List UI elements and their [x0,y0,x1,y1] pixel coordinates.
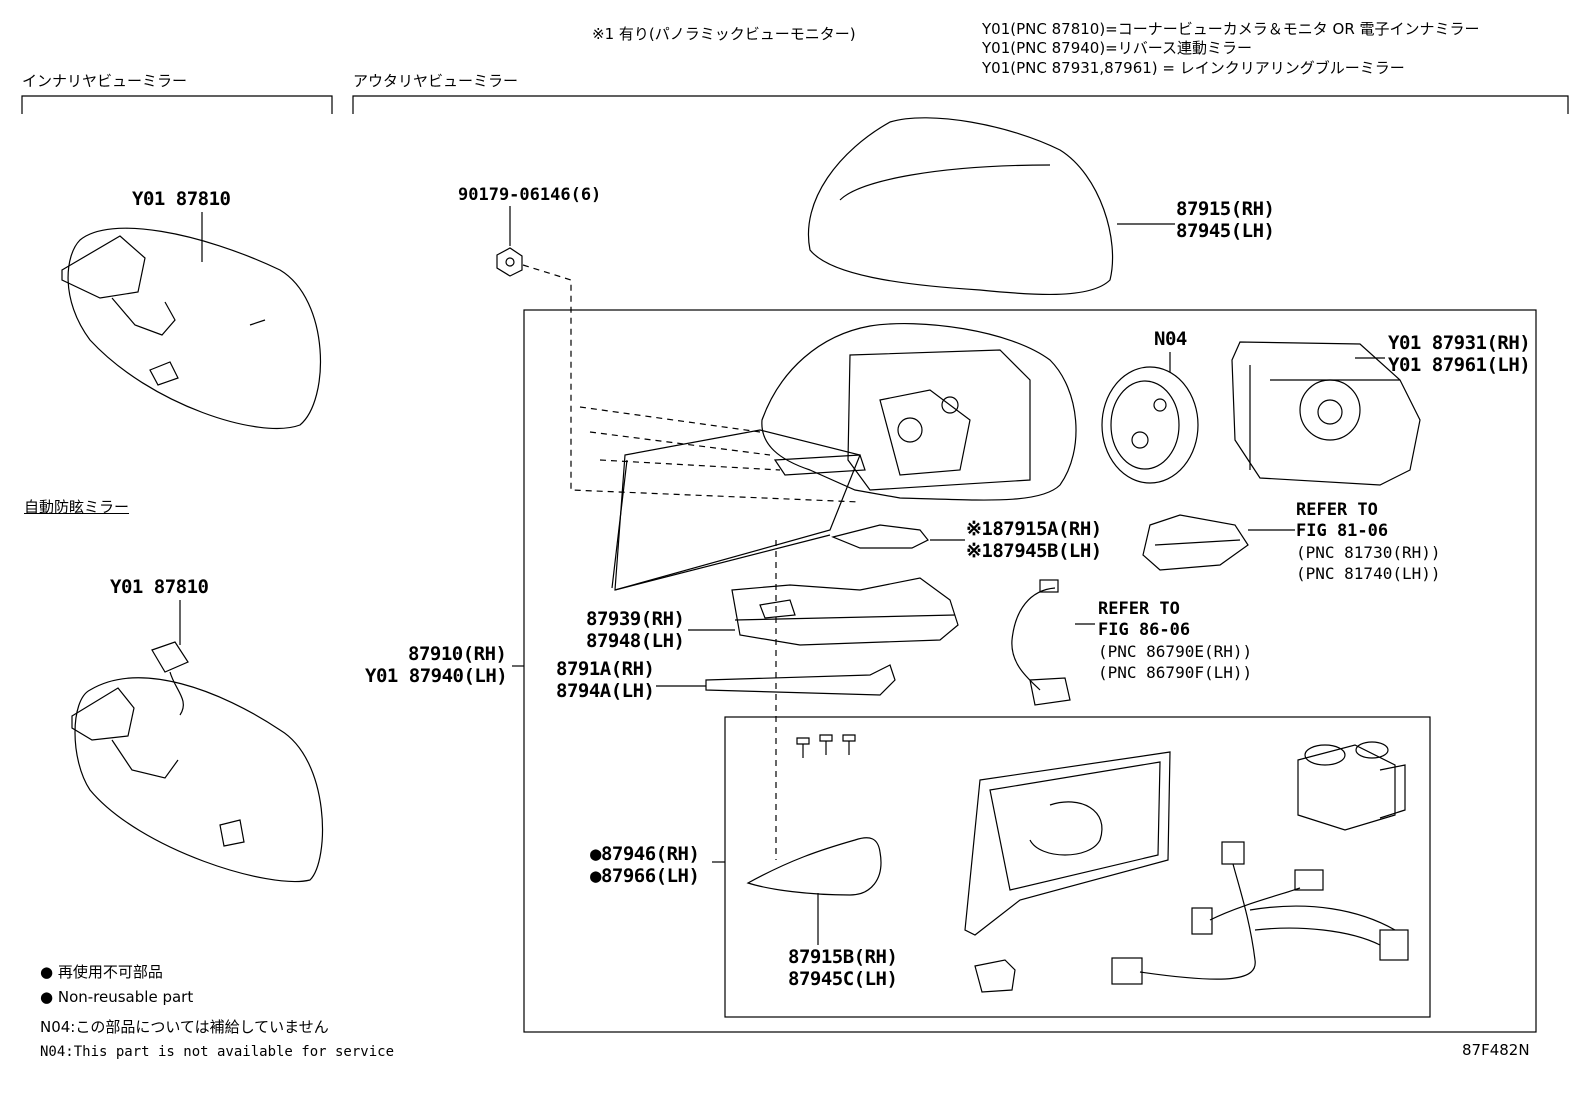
part-y01-87810-b[interactable]: Y01 87810 [110,576,209,598]
legend-n04-jp: N04:この部品については補給していません [40,1018,329,1036]
part-87946-rh[interactable]: ●87946(RH) [590,843,700,865]
part-87961-lh[interactable]: Y01 87961(LH) [1388,354,1531,376]
clip-drawing [974,959,1016,993]
legend-nonreuse-jp: ● 再使用不可部品 [40,963,163,981]
camera-harness-drawing [1011,579,1071,706]
figure-id: 87F482N [1462,1041,1530,1059]
header-y01-line1: Y01(PNC 87810)=コーナービューカメラ＆モニタ OR 電子インナミラ… [982,20,1480,38]
part-87910-rh[interactable]: 87910(RH) [408,643,507,665]
ref2-line2[interactable]: FIG 86-06 [1098,620,1191,640]
inner-panel-drawing [964,751,1171,936]
part-87915-rh[interactable]: 87915(RH) [1176,198,1275,220]
bolt-drawing [496,247,523,277]
part-87939-rh[interactable]: 87939(RH) [586,608,685,630]
assembly-frame [523,309,1537,1033]
motor-drawing [1297,741,1406,831]
part-90179[interactable]: 90179-06146(6) [458,185,602,205]
housing-drawing [761,322,1077,501]
actuator-n04-drawing [1101,366,1199,484]
ref1-line1[interactable]: REFER TO [1296,500,1378,520]
part-87940-lh[interactable]: Y01 87940(LH) [365,665,508,687]
legend-n04-en: N04:This part is not available for servi… [40,1044,395,1060]
mirror-glass-drawing [611,429,861,591]
part-8794a-lh[interactable]: 8794A(LH) [556,680,655,702]
section-title-inner: インナリヤビューミラー [22,72,188,90]
header-note-1: ※1 有り(パノラミックビューモニター) [592,25,856,43]
mirror-cover-drawing [808,117,1114,296]
heated-mirror-drawing [1231,341,1421,486]
ref2-line3: (PNC 86790E(RH)) [1098,642,1253,661]
part-87915b-rh[interactable]: 87915B(RH) [788,946,898,968]
bracket-87915a-drawing [831,524,929,549]
ref1-line4: (PNC 81740(LH)) [1296,564,1441,583]
ref2-line1[interactable]: REFER TO [1098,599,1180,619]
section-bracket-inner [21,95,333,114]
header-y01-line3: Y01(PNC 87931,87961) = レインクリアリングブルーミラー [982,59,1405,77]
part-87948-lh[interactable]: 87948(LH) [586,630,685,652]
inner-mirror-drawing [61,227,321,429]
lamp-housing-drawing [731,577,959,646]
section-bracket-outer [352,95,1569,114]
part-87915a-rh[interactable]: ※187915A(RH) [966,518,1102,540]
ref2-line4: (PNC 86790F(LH)) [1098,663,1253,682]
part-87945b-lh[interactable]: ※187945B(LH) [966,540,1102,562]
part-87966-lh[interactable]: ●87966(LH) [590,865,700,887]
sub-assembly-frame [724,716,1431,1018]
dashed-glass [579,406,781,471]
screws-drawing [796,734,856,758]
trim-strip-drawing [705,664,896,696]
turn-signal-drawing [1142,514,1249,571]
part-87945c-lh[interactable]: 87945C(LH) [788,968,898,990]
part-87945-lh[interactable]: 87945(LH) [1176,220,1275,242]
section-title-outer: アウタリヤビューミラー [353,72,519,90]
part-87931-rh[interactable]: Y01 87931(RH) [1388,332,1531,354]
ref1-line3: (PNC 81730(RH)) [1296,543,1441,562]
header-y01-line2: Y01(PNC 87940)=リバース連動ミラー [982,39,1252,57]
part-8791a-rh[interactable]: 8791A(RH) [556,658,655,680]
wiring-harness-drawing [1111,841,1409,985]
lower-cover-drawing [746,837,882,896]
ref1-line2[interactable]: FIG 81-06 [1296,521,1389,541]
part-y01-87810-a[interactable]: Y01 87810 [132,188,231,210]
auto-mirror-drawing [71,641,324,883]
part-n04[interactable]: N04 [1154,328,1187,350]
section-title-auto: 自動防眩ミラー [24,498,130,516]
legend-nonreuse-en: ● Non-reusable part [40,988,194,1006]
dashed-90179 [522,264,861,503]
